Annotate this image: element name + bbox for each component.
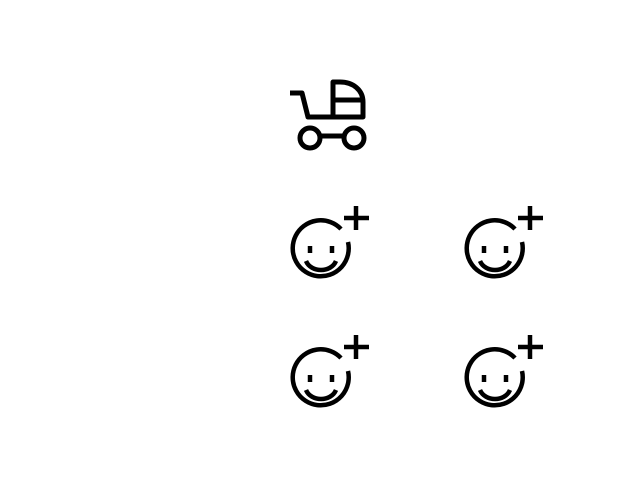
add-emoji-icon[interactable]	[463, 204, 547, 284]
add-emoji-icon[interactable]	[463, 333, 547, 413]
baby-stroller-icon[interactable]	[288, 78, 370, 152]
add-emoji-icon[interactable]	[289, 333, 373, 413]
add-emoji-icon[interactable]	[289, 204, 373, 284]
